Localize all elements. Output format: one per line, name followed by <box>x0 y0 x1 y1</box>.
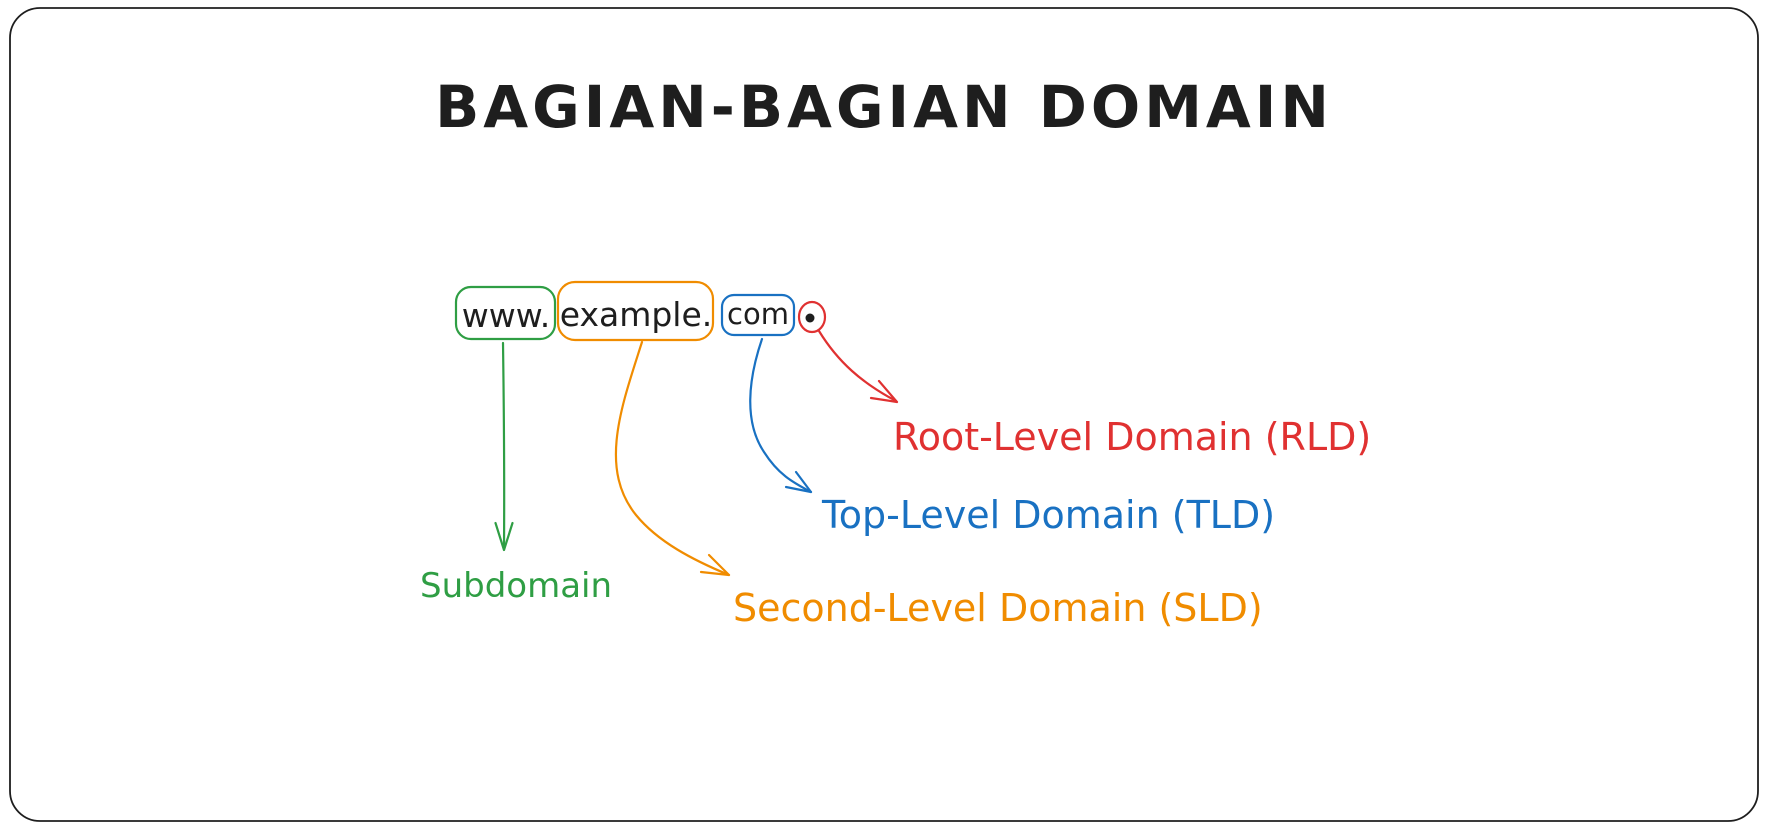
sld-box-group: example. <box>556 280 715 342</box>
tld-box-group: com <box>720 293 796 337</box>
subdomain-box-label: www. <box>462 296 550 335</box>
root-dot-group <box>797 300 827 334</box>
root-dot-circle <box>797 300 827 334</box>
rld-arrow <box>817 329 899 404</box>
rld-label: Root-Level Domain (RLD) <box>893 415 1371 459</box>
tld-label: Top-Level Domain (TLD) <box>821 493 1275 537</box>
tld-box <box>720 293 796 337</box>
subdomain-label: Subdomain <box>420 566 612 606</box>
sld-arrow <box>614 340 731 577</box>
sld-box <box>556 280 715 342</box>
sld-box-label: example. <box>560 295 713 334</box>
sld-label: Second-Level Domain (SLD) <box>733 586 1263 630</box>
subdomain-box-group: www. <box>454 285 557 341</box>
diagram-title: BAGIAN-BAGIAN DOMAIN <box>435 73 1333 141</box>
tld-arrow <box>749 337 813 494</box>
subdomain-arrow <box>494 341 514 552</box>
tld-box-label: com <box>727 297 789 331</box>
subdomain-box <box>454 285 557 341</box>
root-dot <box>805 313 815 323</box>
canvas-frame <box>9 7 1759 822</box>
